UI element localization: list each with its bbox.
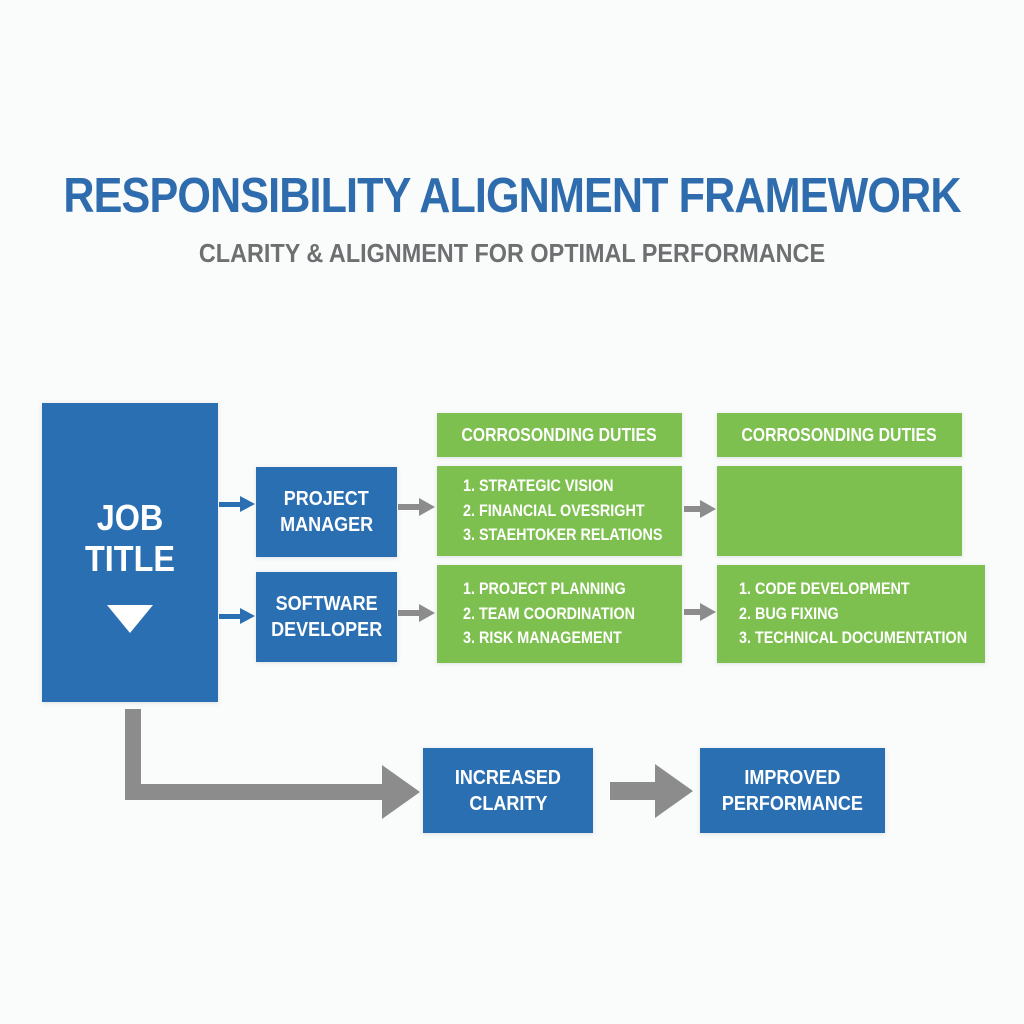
arrow-clarity-to-performance-shaft [610,782,656,800]
elbow-arrow-vertical [125,709,141,800]
elbow-arrow-horizontal [125,784,382,800]
duties-box-dev-col2: 1. CODE DEVELOPMENT 2. BUG FIXING 3. TEC… [717,565,985,663]
role-box-project-manager: PROJECT MANAGER [256,467,397,557]
role-dev-line1: SOFTWARE [275,593,378,615]
outcome-performance-line2: PERFORMANCE [721,792,863,815]
duties-header-col1-label: CORROSONDING DUTIES [461,424,658,445]
arrow-col1-to-col2-top-head [700,500,716,518]
arrow-job-to-pm-head [240,496,255,512]
role-box-software-developer: SOFTWARE DEVELOPER [256,572,397,662]
duties-box-dev-col1: 1. PROJECT PLANNING 2. TEAM COORDINATION… [437,565,682,663]
duty-item: 2. FINANCIAL OVESRIGHT [463,501,645,520]
role-pm-line2: MANAGER [279,514,374,536]
job-title-line1: JOB [96,497,164,539]
duty-item: 3. STAEHTOKER RELATIONS [463,526,663,545]
duty-item: 1. PROJECT PLANNING [463,579,626,598]
arrow-dev-to-duties-head [419,604,435,622]
outcome-performance-line1: IMPROVED [744,766,841,789]
page-title: RESPONSIBILITY ALIGNMENT FRAMEWORK [63,169,961,223]
arrow-dev-to-duties-shaft [398,610,420,616]
job-title-box: JOB TITLE [42,403,218,702]
arrow-col1-to-col2-bottom-shaft [684,609,701,615]
role-pm-line1: PROJECT [283,488,370,510]
page-subtitle: CLARITY & ALIGNMENT FOR OPTIMAL PERFORMA… [198,238,826,268]
duties-header-col1: CORROSONDING DUTIES [437,413,682,457]
duties-box-pm-col1: 1. STRATEGIC VISION 2. FINANCIAL OVESRIG… [437,466,682,556]
arrow-col1-to-col2-top-shaft [684,506,701,512]
job-title-line2: TITLE [84,537,175,579]
outcome-clarity-line1: INCREASED [454,766,562,789]
duty-item: 2. TEAM COORDINATION [463,604,636,623]
down-triangle-icon [107,604,153,633]
outcome-box-improved-performance: IMPROVED PERFORMANCE [700,748,885,833]
duty-item: 2. BUG FIXING [739,604,839,623]
duties-header-col2-label: CORROSONDING DUTIES [741,424,938,445]
arrow-job-to-pm-shaft [219,502,241,507]
elbow-arrow-head [382,765,420,819]
arrow-pm-to-duties-shaft [398,504,420,510]
duty-item: 3. RISK MANAGEMENT [463,629,622,648]
arrow-col1-to-col2-bottom-head [700,603,716,621]
arrow-pm-to-duties-head [419,498,435,516]
outcome-box-increased-clarity: INCREASED CLARITY [423,748,593,833]
duties-box-empty-col2 [717,466,962,556]
duty-item: 1. STRATEGIC VISION [463,476,614,495]
arrow-job-to-dev-shaft [219,614,241,619]
arrow-job-to-dev-head [240,608,255,624]
duty-item: 3. TECHNICAL DOCUMENTATION [739,629,968,648]
duties-header-col2: CORROSONDING DUTIES [717,413,962,457]
duty-item: 1. CODE DEVELOPMENT [739,579,910,598]
outcome-clarity-line2: CLARITY [468,792,547,815]
arrow-clarity-to-performance-head [655,764,693,818]
role-dev-line2: DEVELOPER [270,619,383,641]
